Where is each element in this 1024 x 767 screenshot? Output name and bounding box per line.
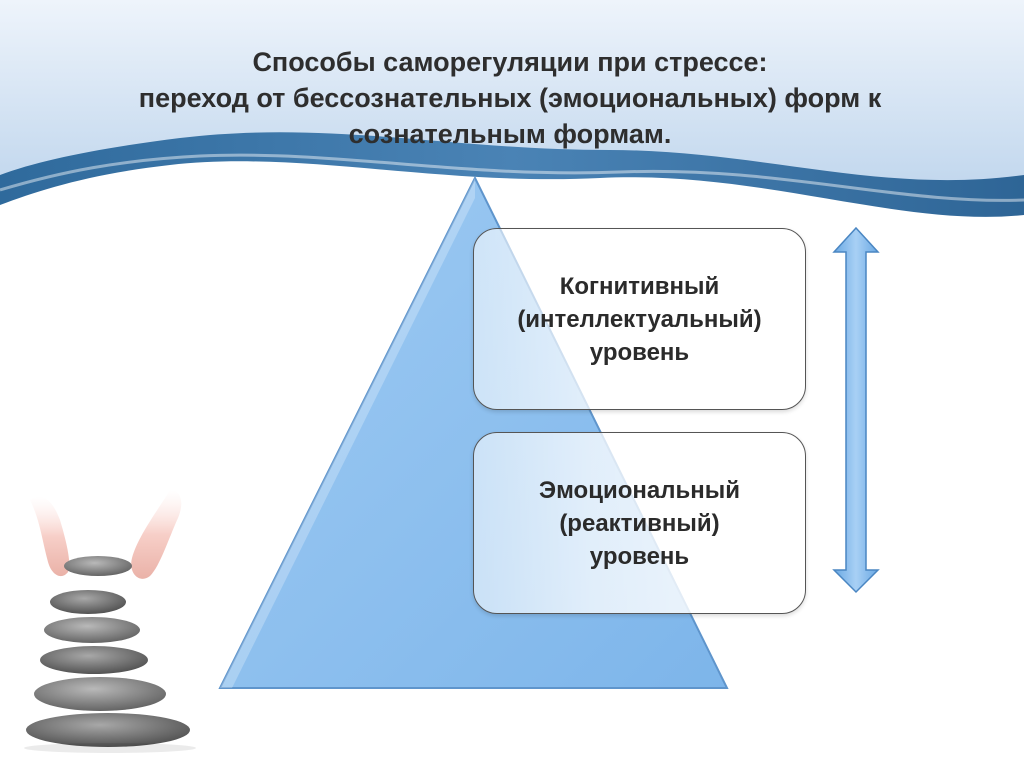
title-line-2: переход от бессознательных (эмоциональны… <box>138 83 882 113</box>
slide-title: Способы саморегуляции при стрессе: перех… <box>60 44 960 152</box>
cognitive-level-line-1: Когнитивный <box>559 272 720 300</box>
emotional-level-box: Эмоциональный (реактивный) уровень <box>473 432 806 614</box>
emotional-level-line-3: уровень <box>589 542 690 570</box>
wave-light-band <box>0 0 1024 181</box>
header-wave-banner <box>0 0 1024 260</box>
emotional-level-line-2: (реактивный) <box>559 509 720 537</box>
double-vertical-arrow-icon <box>832 226 880 594</box>
finger-right <box>131 490 182 579</box>
finger-left <box>30 496 70 577</box>
emotional-level-line-1: Эмоциональный <box>539 476 740 504</box>
cognitive-level-box: Когнитивный (интеллектуальный) уровень <box>473 228 806 410</box>
cognitive-level-line-3: уровень <box>589 338 690 366</box>
title-line-1: Способы саморегуляции при стрессе: <box>252 47 768 77</box>
balancing-stones-image <box>24 490 196 753</box>
cognitive-level-line-2: (интеллектуальный) <box>517 305 762 333</box>
title-line-3: сознательным формам. <box>348 119 672 149</box>
